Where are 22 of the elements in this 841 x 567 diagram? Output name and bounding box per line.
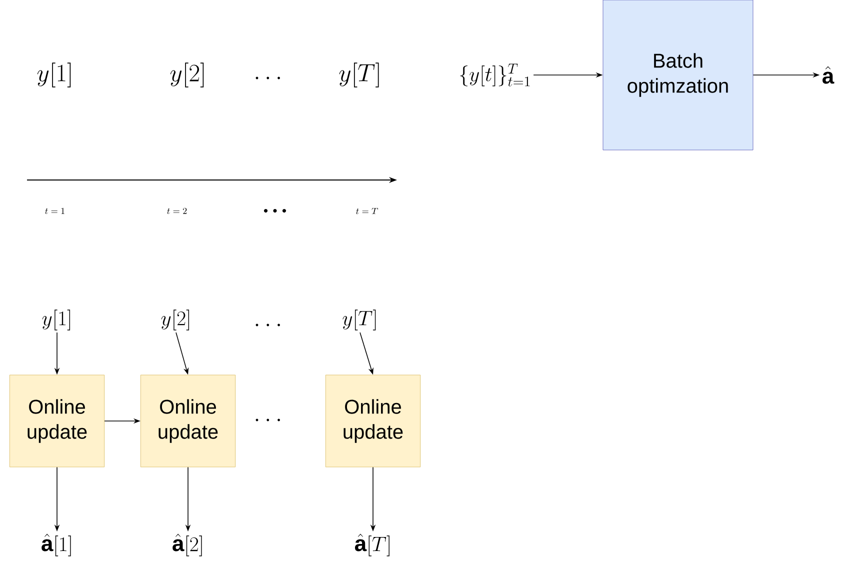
- math-label: $\hat{\mathbf{a}}[2]$: [172, 534, 202, 556]
- math-label: $y[2]$: [161, 310, 190, 330]
- math-label: $y[1]$: [42, 310, 70, 330]
- tick-label: $t=T$: [356, 208, 378, 214]
- process-box: Online update: [140, 374, 236, 468]
- math-label: $y[2]$: [170, 62, 204, 88]
- process-box: Online update: [9, 374, 105, 468]
- math-label: $\hat{\mathbf{a}}$: [822, 66, 834, 84]
- math-label: $\hat{\mathbf{a}}[T]$: [355, 534, 390, 556]
- math-label: $y[T]$: [342, 310, 376, 330]
- dots: $\dots$: [256, 76, 280, 80]
- dots: $\dots$: [256, 418, 280, 422]
- math-label: $\{y[t]\}_{t=1}^{T}$: [460, 64, 530, 86]
- process-box: Batch optimzation: [602, 0, 754, 150]
- dots: $\dots$: [256, 324, 280, 326]
- tick-label: $t=2$: [167, 208, 187, 214]
- math-label: $\hat{\mathbf{a}}[1]$: [42, 534, 71, 556]
- dots: $\bullet\;\bullet\;\bullet$: [264, 208, 286, 213]
- math-label: $y[1]$: [37, 62, 71, 88]
- tick-label: $t=1$: [45, 208, 64, 214]
- math-label: $y[T]$: [339, 62, 379, 88]
- process-box: Online update: [325, 374, 421, 468]
